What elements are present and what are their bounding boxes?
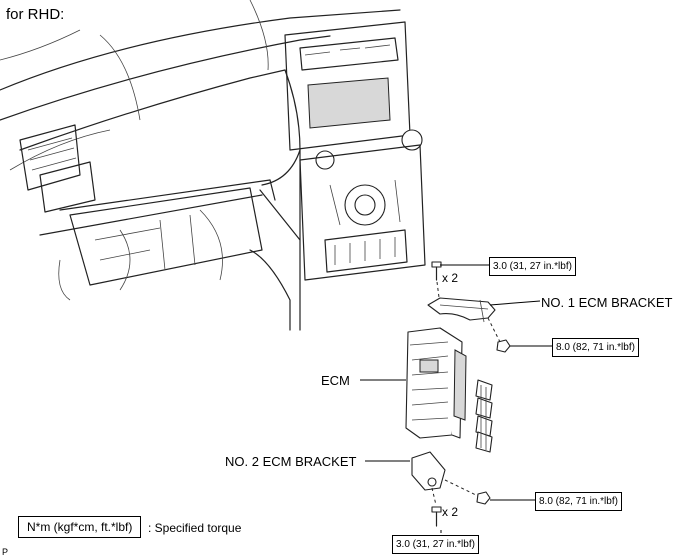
footer-code: P	[2, 547, 9, 557]
ecm-connectors	[475, 379, 493, 453]
torque-box-bolt-bottom: 3.0 (31, 27 in.*lbf)	[392, 535, 479, 554]
legend-description: : Specified torque	[148, 521, 242, 535]
legend-unit-box: N*m (kgf*cm, ft.*lbf)	[18, 516, 142, 538]
torque-box-bolt-top: 3.0 (31, 27 in.*lbf)	[489, 257, 576, 276]
label-no1-ecm-bracket: NO. 1 ECM BRACKET	[541, 295, 673, 310]
quantity-top: x 2	[442, 271, 459, 285]
ecm-unit	[405, 327, 467, 439]
dashboard-drawing	[0, 0, 426, 331]
quantity-bottom: x 2	[442, 505, 459, 519]
no2-ecm-bracket	[411, 451, 446, 491]
page-title: for RHD:	[6, 6, 65, 23]
nut-no2	[476, 491, 491, 505]
torque-box-nut-no2: 8.0 (82, 71 in.*lbf)	[535, 492, 622, 511]
torque-box-nut-no1: 8.0 (82, 71 in.*lbf)	[552, 338, 639, 357]
leader-lines	[360, 264, 552, 533]
nut-no1	[496, 339, 511, 353]
label-no2-ecm-bracket: NO. 2 ECM BRACKET	[225, 454, 357, 469]
bolt-top	[431, 261, 442, 281]
no1-ecm-bracket	[427, 297, 496, 323]
label-ecm: ECM	[321, 373, 350, 388]
bolt-bottom	[431, 506, 442, 527]
